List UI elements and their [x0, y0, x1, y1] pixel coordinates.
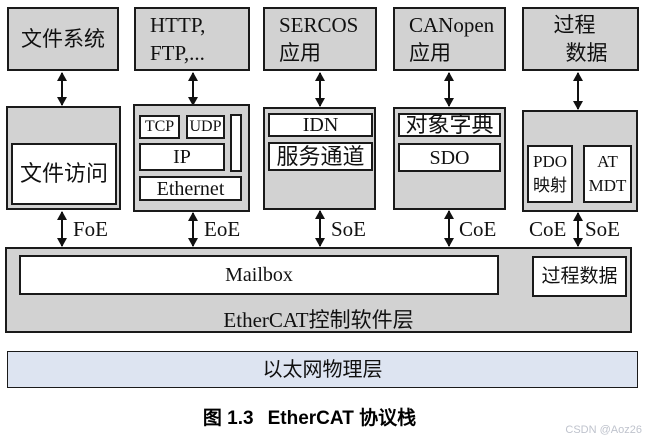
- process-data-label: 过程数据: [541, 265, 618, 287]
- process-label-line2: 数据: [565, 41, 608, 65]
- sercos-label: SERCOS: [279, 13, 359, 37]
- canopen-label: CANopen: [409, 13, 495, 37]
- http-ftp-app-box: HTTP, FTP,...: [134, 7, 250, 71]
- double-arrow-icon: [61, 73, 63, 105]
- double-arrow-icon: [577, 73, 579, 109]
- ip-label: IP: [173, 146, 191, 168]
- process-data-app-box: 过程 数据: [522, 7, 639, 71]
- file-system-app-box: 文件系统: [7, 7, 119, 71]
- double-arrow-icon: [577, 213, 579, 246]
- process-label-line1: 过程: [553, 13, 596, 37]
- http-label: HTTP,: [150, 13, 206, 37]
- protocol-label-coe-2: CoE: [529, 217, 567, 241]
- double-arrow-icon: [192, 213, 194, 246]
- pdo-label-line2: 映射: [533, 176, 567, 195]
- idn-label: IDN: [302, 114, 339, 136]
- double-arrow-icon: [448, 73, 450, 106]
- figure-number: 图 1.3: [202, 408, 254, 429]
- protocol-label-foe: FoE: [73, 217, 109, 241]
- double-arrow-icon: [61, 212, 63, 246]
- double-arrow-icon: [448, 211, 450, 246]
- software-layer-label: EtherCAT控制软件层: [223, 308, 414, 332]
- idn-box: IDN: [268, 113, 373, 137]
- object-dictionary-label: 对象字典: [405, 112, 494, 137]
- ethernet-box: Ethernet: [139, 176, 242, 201]
- protocol-label-soe-2: SoE: [585, 217, 621, 241]
- process-data-box: 过程数据: [532, 256, 627, 297]
- watermark: CSDN @Aoz26: [565, 424, 642, 436]
- physical-layer-box: 以太网物理层: [7, 351, 638, 388]
- canopen-app-box: CANopen 应用: [393, 7, 506, 71]
- narrow-side-box: [230, 114, 242, 172]
- at-label-line2: MDT: [588, 176, 627, 195]
- file-system-label: 文件系统: [21, 27, 105, 51]
- udp-box: UDP: [186, 115, 225, 139]
- software-layer-box: Mailbox 过程数据 EtherCAT控制软件层: [5, 247, 632, 333]
- tcp-label: TCP: [144, 118, 175, 135]
- service-channel-label: 服务通道: [276, 143, 365, 169]
- pdo-mapping-box: PDO 映射: [527, 145, 573, 203]
- file-access-box: 文件访问: [11, 143, 117, 205]
- tcp-box: TCP: [139, 115, 180, 139]
- ftp-label: FTP,...: [150, 41, 205, 65]
- mailbox-label: Mailbox: [225, 264, 293, 286]
- sercos-app-label: 应用: [279, 41, 321, 65]
- sdo-label: SDO: [429, 146, 470, 169]
- double-arrow-icon: [192, 73, 194, 105]
- service-channel-box: 服务通道: [268, 142, 373, 171]
- double-arrow-icon: [319, 211, 321, 246]
- udp-label: UDP: [189, 118, 222, 135]
- file-access-label: 文件访问: [19, 161, 108, 186]
- mailbox-box: Mailbox: [19, 255, 499, 295]
- physical-layer-label: 以太网物理层: [262, 358, 383, 381]
- protocol-label-soe: SoE: [331, 217, 367, 241]
- sercos-app-box: SERCOS 应用: [263, 7, 377, 71]
- at-label-line1: AT: [597, 152, 618, 171]
- protocol-label-eoe: EoE: [204, 217, 241, 241]
- figure-title: EtherCAT 协议栈: [267, 408, 417, 429]
- at-mdt-box: AT MDT: [583, 145, 632, 203]
- ip-box: IP: [139, 143, 225, 171]
- pdo-label-line1: PDO: [532, 152, 567, 171]
- object-dictionary-box: 对象字典: [398, 112, 501, 137]
- figure-caption: 图 1.3 EtherCAT 协议栈: [0, 403, 632, 430]
- double-arrow-icon: [319, 73, 321, 106]
- protocol-label-coe: CoE: [459, 217, 497, 241]
- ethernet-label: Ethernet: [156, 177, 225, 200]
- sdo-box: SDO: [398, 143, 501, 172]
- canopen-app-label: 应用: [409, 41, 451, 65]
